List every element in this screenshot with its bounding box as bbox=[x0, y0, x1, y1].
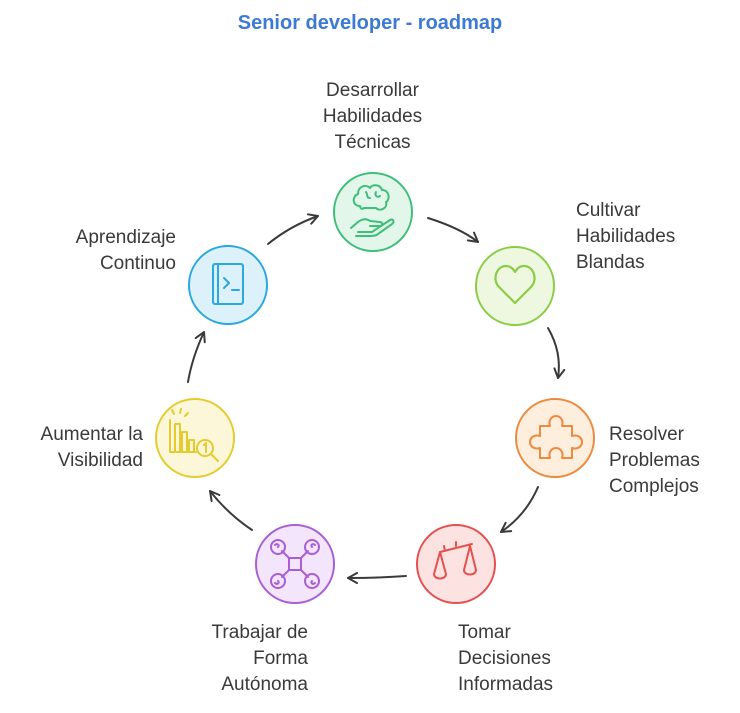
arrow-cultivar-to-resolver bbox=[547, 327, 566, 379]
arrow-resolver-to-tomar bbox=[500, 486, 539, 533]
node-label-trabajar: Trabajar de Forma Autónoma bbox=[158, 620, 308, 698]
node-label-tomar: Tomar Decisiones Informadas bbox=[458, 620, 553, 698]
node-label-resolver: Resolver Problemas Complejos bbox=[609, 422, 700, 500]
node-aprendizaje bbox=[188, 245, 268, 325]
label-line: Autónoma bbox=[221, 674, 308, 695]
label-line: Técnicas bbox=[334, 132, 411, 153]
arrow-tomar-to-trabajar bbox=[347, 571, 407, 584]
node-tomar bbox=[416, 524, 496, 604]
diagram-title: Senior developer - roadmap bbox=[237, 12, 503, 34]
label-line: Blandas bbox=[576, 252, 645, 273]
arrow-trabajar-to-aumentar bbox=[209, 490, 253, 531]
node-label-aumentar: Aumentar la Visibilidad bbox=[0, 422, 143, 474]
label-line: Resolver bbox=[609, 424, 684, 445]
book-terminal-icon bbox=[212, 263, 244, 305]
node-resolver bbox=[515, 398, 595, 478]
label-line: Forma bbox=[253, 648, 308, 669]
arrow-aprendizaje-to-desarrollar bbox=[267, 213, 319, 245]
label-line: Habilidades bbox=[322, 106, 423, 127]
arrow-desarrollar-to-cultivar bbox=[427, 217, 479, 243]
brain-hand-icon bbox=[350, 184, 395, 237]
label-line: Aumentar la bbox=[40, 424, 143, 445]
label-line: Visibilidad bbox=[57, 450, 143, 471]
node-label-cultivar: Cultivar Habilidades Blandas bbox=[576, 198, 675, 276]
drone-icon bbox=[270, 539, 320, 589]
label-line: Decisiones bbox=[458, 648, 551, 669]
node-label-aprendizaje: Aprendizaje Continuo bbox=[0, 225, 176, 277]
chart-magnifier-icon bbox=[169, 408, 219, 462]
label-line: Complejos bbox=[609, 476, 699, 497]
puzzle-icon bbox=[529, 415, 583, 459]
label-line: Continuo bbox=[99, 253, 176, 274]
node-label-desarrollar: Desarrollar Habilidades Técnicas bbox=[300, 78, 445, 156]
label-line: Habilidades bbox=[576, 226, 676, 247]
label-line: Cultivar bbox=[576, 200, 641, 221]
label-line: Informadas bbox=[458, 674, 554, 695]
node-cultivar bbox=[475, 246, 555, 326]
node-desarrollar bbox=[333, 172, 413, 252]
label-line: Desarrollar bbox=[326, 80, 419, 101]
node-trabajar bbox=[255, 524, 335, 604]
label-line: Problemas bbox=[609, 450, 700, 471]
scales-icon bbox=[433, 541, 477, 580]
label-line: Tomar bbox=[458, 622, 511, 643]
arrow-aumentar-to-aprendizaje bbox=[187, 331, 206, 383]
label-line: Trabajar de bbox=[211, 622, 308, 643]
label-line: Aprendizaje bbox=[75, 227, 176, 248]
node-aumentar bbox=[155, 398, 235, 478]
heart-icon bbox=[494, 264, 536, 305]
